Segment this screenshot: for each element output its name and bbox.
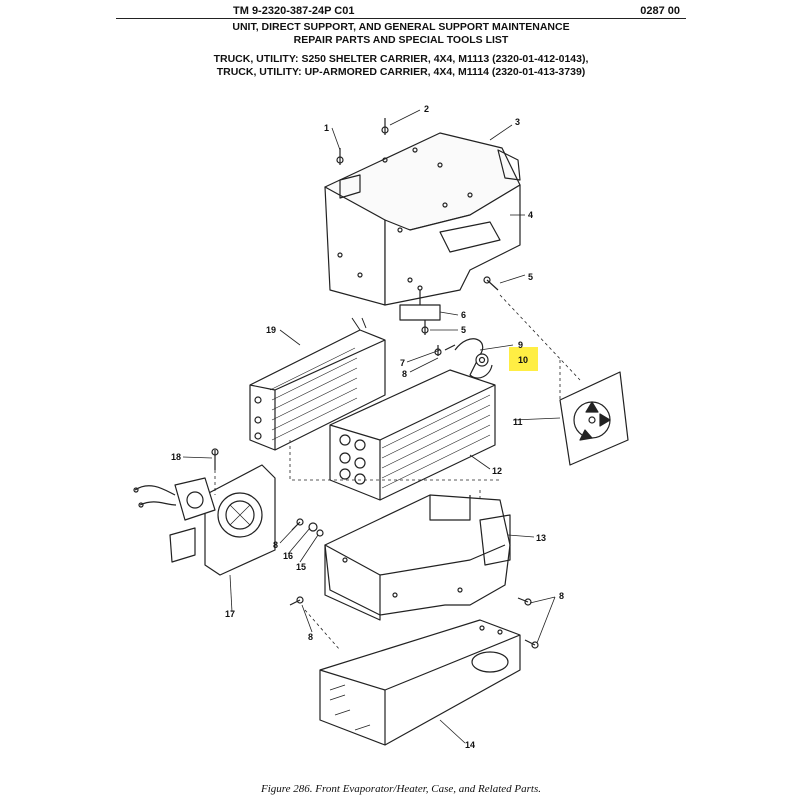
callout-8-right: 8 <box>559 591 564 601</box>
callout-13: 13 <box>536 533 546 543</box>
screw-part-2 <box>381 118 389 135</box>
work-package-number: 0287 00 <box>640 5 680 17</box>
screw-part-18 <box>211 448 219 470</box>
valve-part-10 <box>475 353 489 367</box>
header-rule <box>116 18 686 19</box>
callout-7: 7 <box>400 358 405 368</box>
callout-8-lower: 8 <box>308 632 313 642</box>
callout-5-lower: 5 <box>461 325 466 335</box>
callout-1: 1 <box>324 123 329 133</box>
callout-14: 14 <box>465 740 475 750</box>
screw-part-1 <box>336 148 344 165</box>
title-line-3: TRUCK, UTILITY: S250 SHELTER CARRIER, 4X… <box>213 53 589 65</box>
assembly-lines <box>214 294 581 651</box>
callout-18: 18 <box>171 452 181 462</box>
callout-8-mid: 8 <box>273 540 278 550</box>
callout-17: 17 <box>225 609 235 619</box>
callout-8-upper: 8 <box>402 369 407 379</box>
evaporator-case-top <box>324 132 521 306</box>
callout-16: 16 <box>283 551 293 561</box>
title-line-4: TRUCK, UTILITY: UP-ARMORED CARRIER, 4X4,… <box>216 66 586 78</box>
callout-2: 2 <box>424 104 429 114</box>
callout-15: 15 <box>296 562 306 572</box>
plate-part-11 <box>559 371 629 466</box>
bracket-part-6 <box>399 285 441 321</box>
screw-part-5-upper <box>483 276 499 291</box>
highlight-box <box>509 347 538 371</box>
tm-number: TM 9-2320-387-24P C01 <box>233 5 355 17</box>
leader-lines <box>182 109 561 744</box>
callout-9: 9 <box>518 340 523 350</box>
callout-12: 12 <box>492 466 502 476</box>
title-line-1: UNIT, DIRECT SUPPORT, AND GENERAL SUPPOR… <box>232 21 570 33</box>
callout-19: 19 <box>266 325 276 335</box>
heater-core-part-19 <box>249 317 386 451</box>
callout-4: 4 <box>528 210 533 220</box>
blower-motor-part-17 <box>133 464 276 576</box>
case-bottom-part-13 <box>324 494 511 621</box>
callout-10: 10 <box>518 355 528 365</box>
callout-3: 3 <box>515 117 520 127</box>
figure-caption: Figure 286. Front Evaporator/Heater, Cas… <box>261 783 541 795</box>
callout-11: 11 <box>513 417 523 427</box>
cover-part-14 <box>319 619 521 746</box>
callout-6: 6 <box>461 310 466 320</box>
callout-5-upper: 5 <box>528 272 533 282</box>
title-line-2: REPAIR PARTS AND SPECIAL TOOLS LIST <box>293 34 509 46</box>
